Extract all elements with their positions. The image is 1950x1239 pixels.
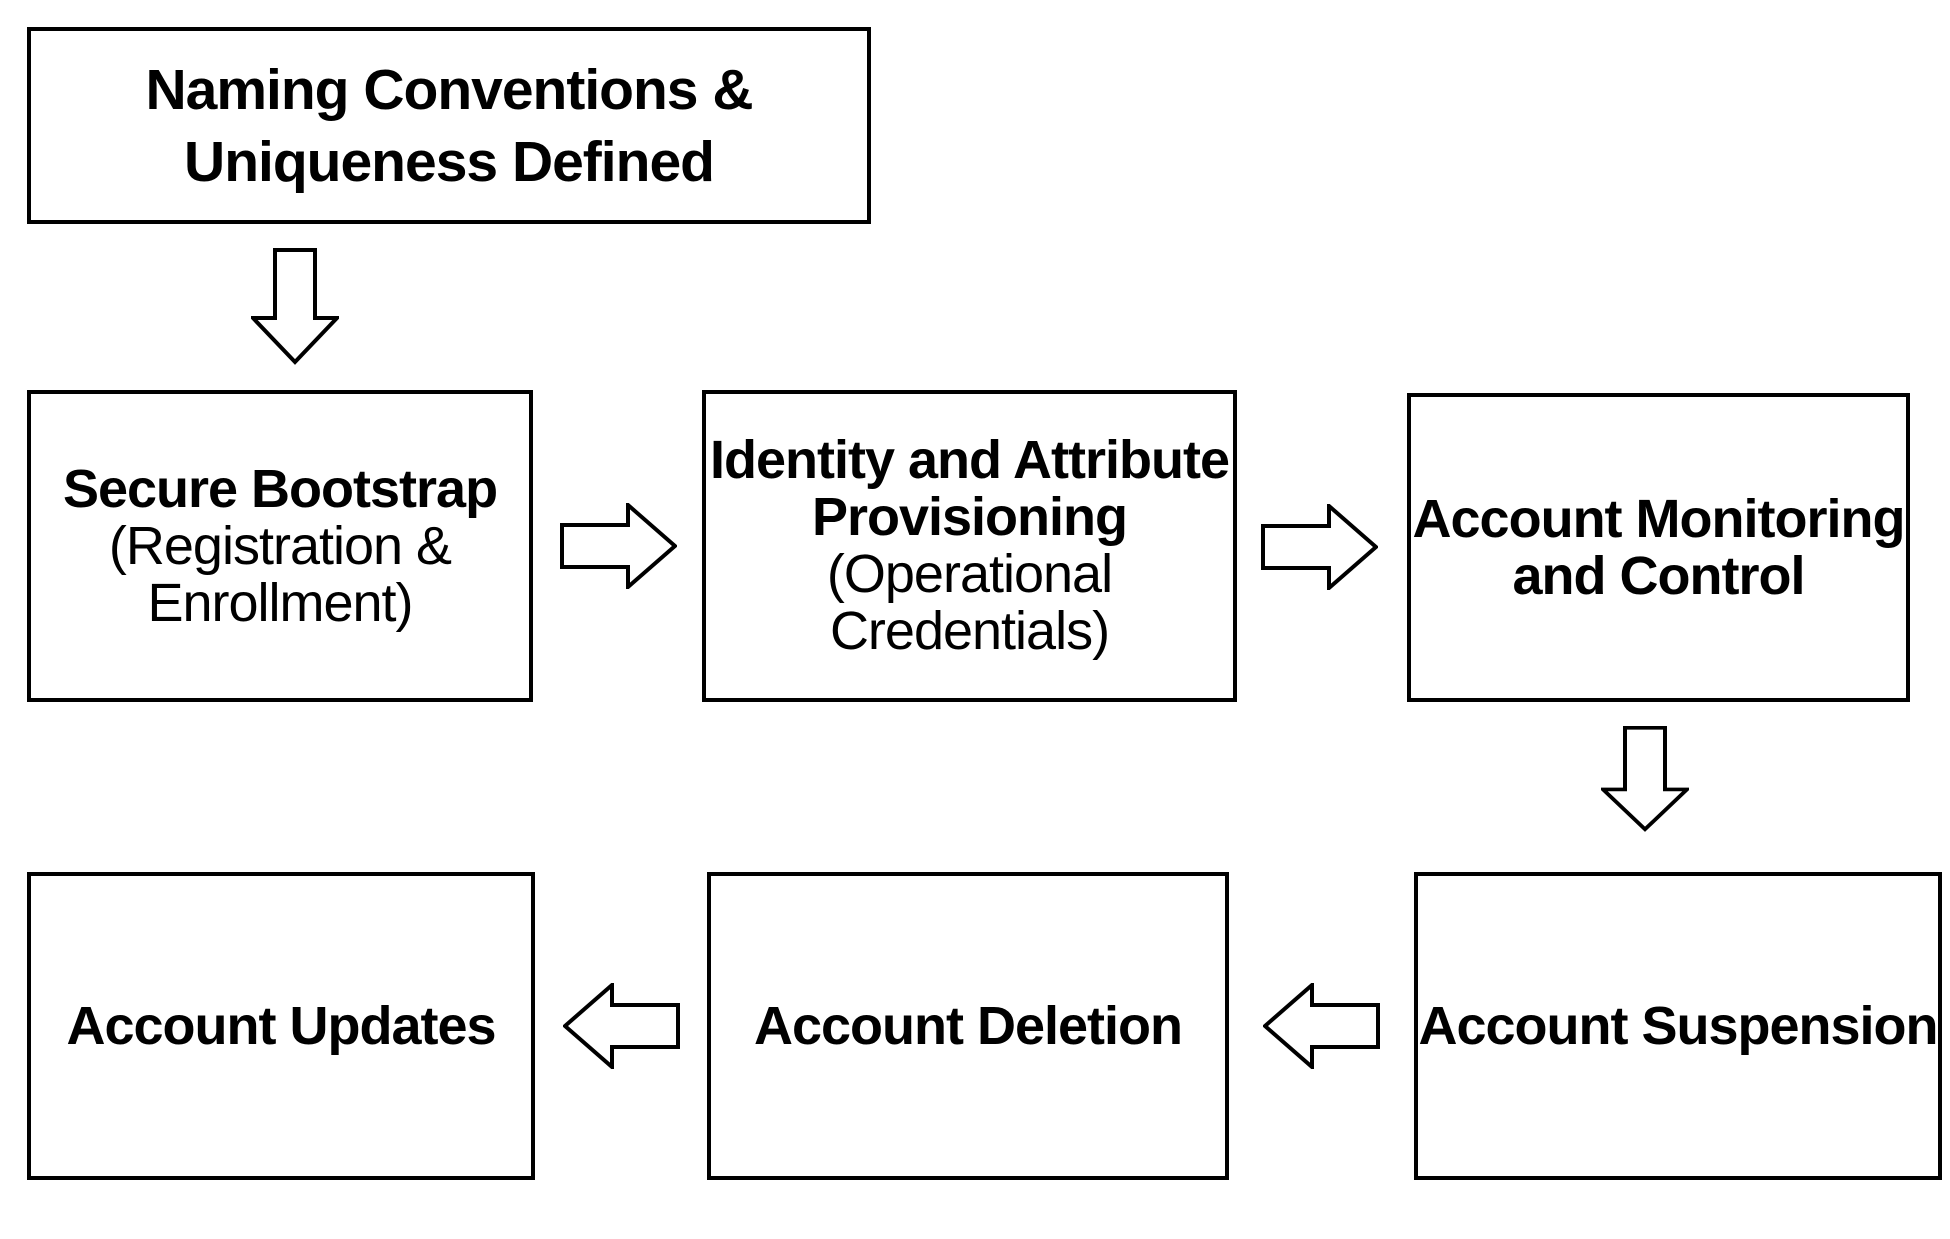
node-account-suspension: Account Suspension	[1414, 872, 1942, 1180]
node-label-line: Account Updates	[66, 995, 496, 1056]
down-arrow-icon	[1601, 726, 1689, 832]
node-identity-provisioning: Identity and Attribute Provisioning (Ope…	[702, 390, 1237, 702]
node-secure-bootstrap: Secure Bootstrap (Registration & Enrollm…	[27, 390, 533, 702]
node-label-line: Account Suspension	[1418, 995, 1938, 1056]
node-label-line: (Registration &	[108, 515, 452, 576]
node-account-updates: Account Updates	[27, 872, 535, 1180]
node-label-line: Secure Bootstrap	[62, 458, 498, 519]
node-label-line: Uniqueness Defined	[184, 129, 715, 194]
node-account-deletion: Account Deletion	[707, 872, 1229, 1180]
left-arrow-icon	[563, 983, 680, 1069]
node-label-line: Provisioning	[811, 487, 1128, 547]
node-label-line: Account Deletion	[753, 995, 1183, 1056]
right-arrow-icon	[560, 503, 677, 589]
node-account-monitoring: Account Monitoring and Control	[1407, 393, 1910, 702]
node-naming-conventions: Naming Conventions & Uniqueness Defined	[27, 27, 871, 224]
node-label-line: Identity and Attribute	[710, 430, 1230, 490]
right-arrow-icon	[1261, 504, 1378, 590]
node-label-line: and Control	[1512, 545, 1806, 606]
node-label-line: Naming Conventions &	[145, 57, 753, 122]
node-label-line: Enrollment)	[147, 572, 413, 633]
node-label-line: Account Monitoring	[1412, 488, 1906, 549]
left-arrow-icon	[1263, 983, 1380, 1069]
down-arrow-icon	[251, 248, 339, 365]
node-label-line: Credentials)	[829, 601, 1110, 661]
node-label-line: (Operational	[826, 544, 1113, 604]
